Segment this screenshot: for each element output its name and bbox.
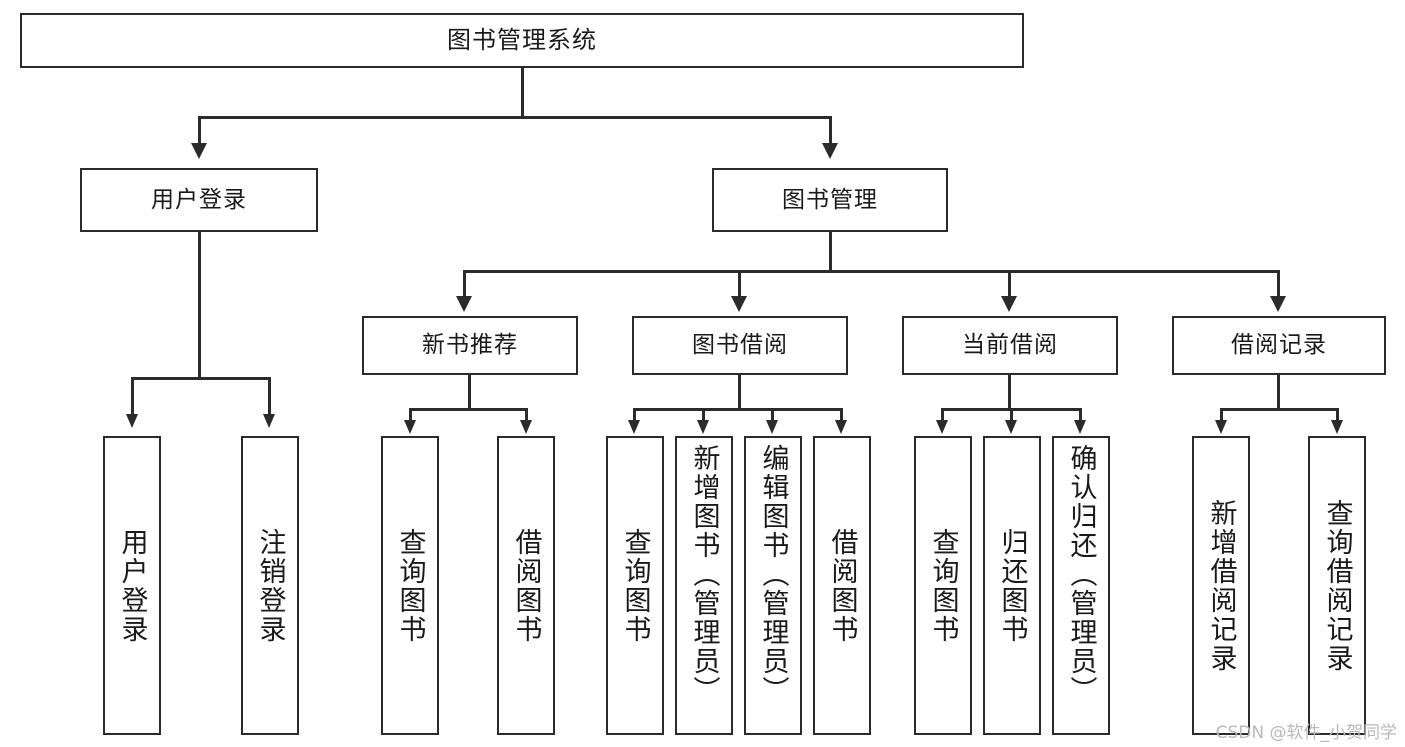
arrowhead-bm-to-current-borrow [1001, 296, 1017, 312]
node-label: 编辑图书（管理员） [757, 444, 789, 705]
leaf-bb-add-book-admin[interactable]: 新增图书（管理员） [675, 436, 733, 735]
node-label: 图书借阅 [692, 332, 788, 359]
watermark-text: CSDN @软件_小贺同学 [1215, 723, 1397, 743]
leaf-bb-edit-book-admin[interactable]: 编辑图书（管理员） [744, 436, 802, 735]
connector-cb-to-leaf-3 [1079, 408, 1082, 422]
node-label: 借阅图书 [826, 527, 858, 644]
node-label: 新增图书（管理员） [688, 444, 720, 705]
arrowhead-bm-to-new-book [456, 296, 472, 312]
arrowhead-bm-to-borrow-record [1270, 296, 1286, 312]
arrowhead-bb-leaf-1 [628, 420, 640, 434]
connector-cb-to-leaf-1 [941, 408, 944, 422]
node-label: 确认归还（管理员） [1065, 444, 1097, 705]
arrowhead-br-leaf-2 [1331, 420, 1343, 434]
connector-bm-to-borrow-record [1277, 270, 1280, 298]
node-book-borrow[interactable]: 图书借阅 [632, 316, 848, 375]
leaf-cb-return-books[interactable]: 归还图书 [983, 436, 1041, 735]
connector-bm-to-current-borrow [1008, 270, 1011, 298]
leaf-nbr-query-books[interactable]: 查询图书 [381, 436, 439, 735]
node-label: 借阅记录 [1231, 332, 1327, 359]
connector-bm-to-book-borrow [738, 270, 741, 298]
connector-book-management-stem [829, 232, 832, 272]
node-label: 借阅图书 [510, 527, 542, 644]
arrowhead-nbr-leaf-1 [404, 420, 416, 434]
node-borrow-record[interactable]: 借阅记录 [1172, 316, 1386, 375]
connector-nbr-bus [409, 408, 528, 411]
arrowhead-root-to-user-login [191, 143, 207, 159]
node-label: 查询借阅记录 [1321, 498, 1353, 673]
connector-user-login-to-leaf-1 [131, 377, 134, 417]
node-label: 查询图书 [619, 527, 651, 644]
node-label: 查询图书 [927, 527, 959, 644]
arrowhead-cb-leaf-3 [1074, 420, 1086, 434]
node-label: 新书推荐 [422, 332, 518, 359]
arrowhead-bb-leaf-4 [835, 420, 847, 434]
node-label: 查询图书 [394, 527, 426, 644]
connector-bb-to-leaf-4 [840, 408, 843, 422]
connector-br-stem [1277, 375, 1280, 410]
connector-bb-to-leaf-1 [633, 408, 636, 422]
arrowhead-user-login-leaf-2 [263, 414, 275, 428]
leaf-nbr-borrow-books[interactable]: 借阅图书 [497, 436, 555, 735]
connector-root-stem [521, 68, 524, 118]
leaf-cb-confirm-return-admin[interactable]: 确认归还（管理员） [1052, 436, 1110, 735]
node-label: 图书管理 [782, 186, 878, 213]
arrowhead-user-login-leaf-1 [126, 414, 138, 428]
connector-bm-to-new-book [463, 270, 466, 298]
arrowhead-cb-leaf-1 [936, 420, 948, 434]
leaf-bb-borrow-books[interactable]: 借阅图书 [813, 436, 871, 735]
arrowhead-bb-leaf-3 [766, 420, 778, 434]
connector-user-login-to-leaf-2 [268, 377, 271, 417]
arrowhead-bm-to-book-borrow [731, 296, 747, 312]
connector-nbr-stem [468, 375, 471, 410]
connector-br-to-leaf-1 [1220, 408, 1223, 422]
connector-bb-stem [738, 375, 741, 410]
connector-br-to-leaf-2 [1336, 408, 1339, 422]
connector-root-bus [198, 116, 832, 119]
arrowhead-bb-leaf-2 [697, 420, 709, 434]
leaf-user-login-logout[interactable]: 注销登录 [241, 436, 299, 735]
connector-cb-stem [1008, 375, 1011, 410]
connector-root-to-book-management [829, 116, 832, 146]
connector-root-to-user-login [198, 116, 201, 146]
node-label: 用户登录 [116, 527, 148, 644]
node-label: 图书管理系统 [447, 25, 597, 54]
connector-bb-to-leaf-3 [771, 408, 774, 422]
arrowhead-br-leaf-1 [1215, 420, 1227, 434]
connector-user-login-stem [198, 232, 201, 379]
node-label: 用户登录 [151, 186, 247, 213]
arrowhead-nbr-leaf-2 [520, 420, 532, 434]
node-label: 注销登录 [254, 527, 286, 644]
connector-nbr-to-leaf-2 [525, 408, 528, 422]
connector-cb-to-leaf-2 [1010, 408, 1013, 422]
connector-user-login-bus [131, 377, 270, 380]
node-book-management[interactable]: 图书管理 [712, 168, 948, 232]
connector-bb-to-leaf-2 [702, 408, 705, 422]
leaf-br-query-record[interactable]: 查询借阅记录 [1308, 436, 1366, 735]
connector-book-management-bus [463, 270, 1280, 273]
leaf-br-add-record[interactable]: 新增借阅记录 [1192, 436, 1250, 735]
node-root-book-management-system[interactable]: 图书管理系统 [20, 13, 1024, 68]
connector-bb-bus [633, 408, 843, 411]
leaf-cb-query-books[interactable]: 查询图书 [914, 436, 972, 735]
node-user-login[interactable]: 用户登录 [80, 168, 318, 232]
node-new-book-recommend[interactable]: 新书推荐 [362, 316, 578, 375]
connector-br-bus [1220, 408, 1339, 411]
arrowhead-cb-leaf-2 [1005, 420, 1017, 434]
node-label: 归还图书 [996, 527, 1028, 644]
arrowhead-root-to-book-management [822, 143, 838, 159]
node-current-borrow[interactable]: 当前借阅 [902, 316, 1118, 375]
leaf-user-login-login[interactable]: 用户登录 [103, 436, 161, 735]
node-label: 新增借阅记录 [1205, 498, 1237, 673]
connector-nbr-to-leaf-1 [409, 408, 412, 422]
node-label: 当前借阅 [962, 332, 1058, 359]
leaf-bb-query-books[interactable]: 查询图书 [606, 436, 664, 735]
